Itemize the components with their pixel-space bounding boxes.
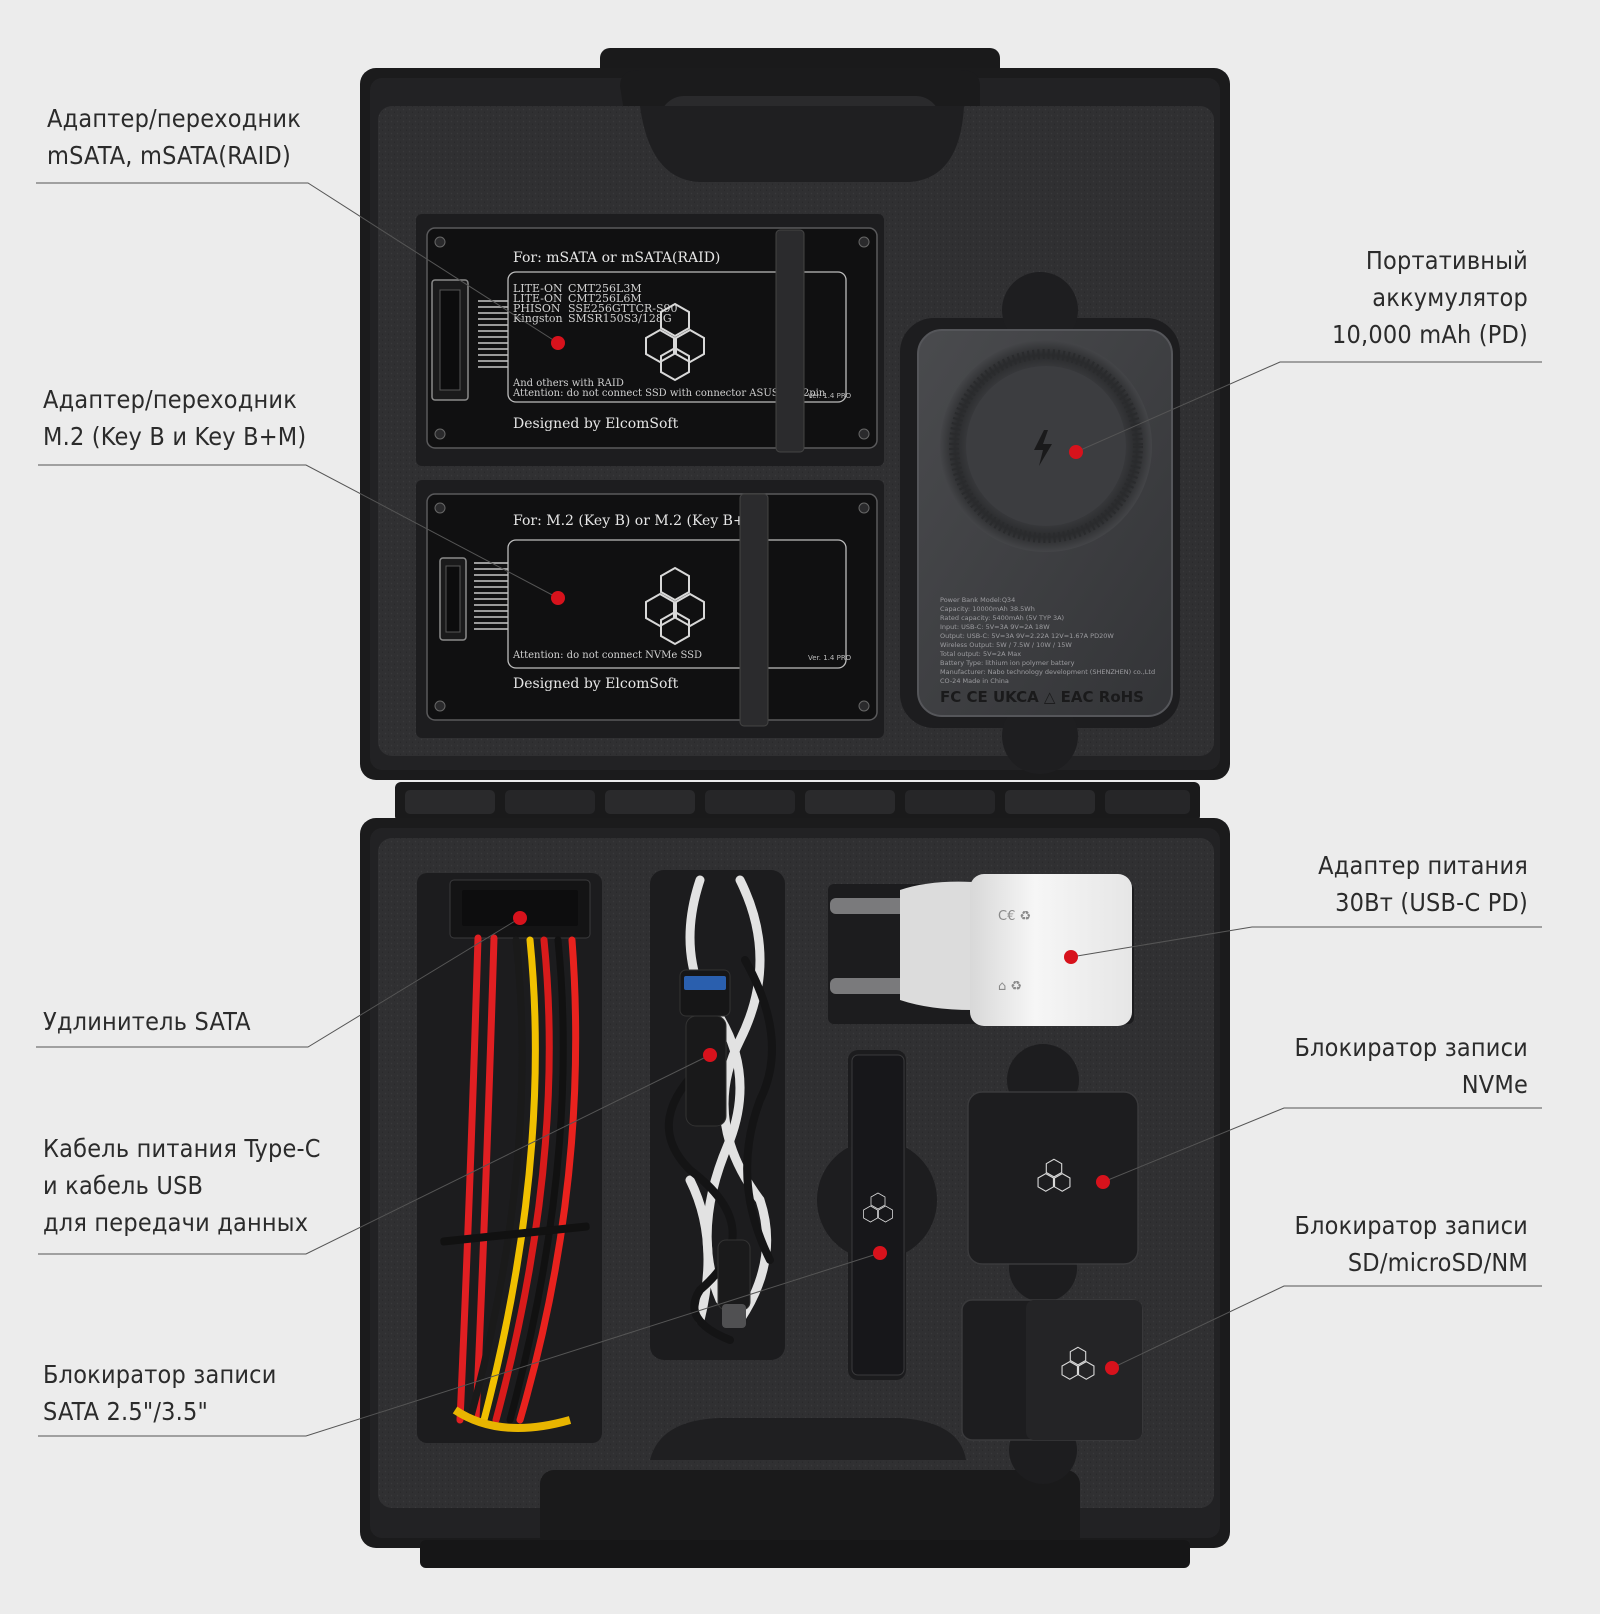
label-line: и кабель USB: [43, 1171, 204, 1200]
msata-designed-by: Designed by ElcomSoft: [513, 416, 679, 432]
powerbank-spec-4: Input: USB-C: 5V=3A 9V=2A 18W: [940, 623, 1050, 631]
label-nvme-blocker: Блокиратор записи NVMe: [1294, 1029, 1528, 1103]
msata-board-title: For: mSATA or mSATA(RAID): [513, 250, 720, 266]
powerbank-spec-3: Rated capacity: 5400mAh (5V TYP 3A): [940, 614, 1064, 622]
label-line: M.2 (Key B и Key B+M): [43, 422, 307, 451]
sata-write-blocker: [851, 1054, 905, 1376]
msata-brand-1: LITE-ON: [513, 282, 563, 295]
powerbank-spec-10: CO-24 Made in China: [940, 677, 1009, 685]
marker-powerbank: [1069, 445, 1083, 459]
label-line: NVMe: [1461, 1070, 1528, 1099]
label-charger: Адаптер питания 30Вт (USB-C PD): [1318, 847, 1528, 921]
m2-designed-by: Designed by ElcomSoft: [513, 676, 679, 692]
label-line: Блокиратор записи: [1294, 1211, 1528, 1240]
powerbank: Power Bank Model:Q34 Capacity: 10000mAh …: [917, 329, 1173, 717]
msata-version: Ver. 1.4 PRO: [808, 392, 852, 400]
marker-charger: [1064, 950, 1078, 964]
marker-sata-extension: [513, 911, 527, 925]
usb-c-charger: C€ ♻ ⌂ ♻: [830, 874, 1132, 1026]
marker-nvme-blocker: [1096, 1175, 1110, 1189]
elcomsoft-logo-icon: [645, 302, 705, 382]
label-line: Блокиратор записи: [1294, 1033, 1528, 1062]
msata-model-2: CMT256L6M: [568, 292, 642, 305]
label-line: Портативный: [1365, 246, 1528, 275]
label-line: для передачи данных: [43, 1208, 309, 1237]
msata-model-4: SMSR150S3/128G: [568, 312, 672, 325]
powerbank-spec-9: Manufacturer: Nabo technology developmen…: [940, 668, 1155, 676]
label-msata-adapter: Адаптер/переходник mSATA, mSATA(RAID): [47, 100, 301, 174]
label-cables: Кабель питания Type-C и кабель USB для п…: [43, 1130, 321, 1241]
label-line: Адаптер питания: [1318, 851, 1528, 880]
sd-write-blocker: [961, 1299, 1143, 1441]
marker-sata-blocker: [873, 1246, 887, 1260]
label-line: 10,000 mAh (PD): [1332, 320, 1528, 349]
label-line: Удлинитель SATA: [43, 1007, 251, 1036]
label-line: SD/microSD/NM: [1347, 1248, 1528, 1277]
label-line: Кабель питания Type-C: [43, 1134, 321, 1163]
label-powerbank: Портативный аккумулятор 10,000 mAh (PD): [1332, 242, 1528, 353]
label-sata-blocker: Блокиратор записи SATA 2.5"/3.5": [43, 1356, 277, 1430]
label-m2-adapter: Адаптер/переходник M.2 (Key B и Key B+M): [43, 381, 306, 455]
label-line: Адаптер/переходник: [43, 385, 298, 414]
nvme-write-blocker: [967, 1091, 1139, 1265]
powerbank-spec-5: Output: USB-C: 5V=3A 9V=2.22A 12V=1.67A …: [940, 632, 1114, 640]
callout-markers: [513, 336, 1119, 1375]
lightning-icon: [1034, 430, 1052, 466]
label-line: Адаптер/переходник: [47, 104, 302, 133]
label-line: 30Вт (USB-C PD): [1335, 888, 1528, 917]
marker-msata: [551, 336, 565, 350]
msata-adapter-board: For: mSATA or mSATA(RAID) LITE-ON LITE-O…: [426, 227, 878, 453]
powerbank-spec-2: Capacity: 10000mAh 38.5Wh: [940, 605, 1035, 613]
powerbank-spec-1: Power Bank Model:Q34: [940, 596, 1015, 604]
sata-extension-cable: [440, 879, 591, 1432]
label-line: SATA 2.5"/3.5": [43, 1397, 209, 1426]
label-line: аккумулятор: [1372, 283, 1528, 312]
msata-brand-2: LITE-ON: [513, 292, 563, 305]
msata-brand-3: PHISON: [513, 302, 561, 315]
m2-note-attention: Attention: do not connect NVMe SSD: [512, 650, 702, 661]
svg-text:C€ ♻: C€ ♻: [998, 909, 1031, 924]
case-hinge: [395, 782, 1200, 822]
elcomsoft-logo-icon: [645, 566, 705, 646]
powerbank-spec-7: Total output: 5V=2A Max: [939, 650, 1021, 658]
m2-board-title: For: M.2 (Key B) or M.2 (Key B+M): [513, 513, 765, 529]
marker-cables: [703, 1048, 717, 1062]
certification-marks: FC CE UKCA △ EAC RoHS: [940, 688, 1144, 706]
label-line: mSATA, mSATA(RAID): [47, 141, 291, 170]
m2-version: Ver. 1.4 PRO: [808, 654, 852, 662]
m2-adapter-board: For: M.2 (Key B) or M.2 (Key B+M) Attent…: [426, 493, 878, 727]
marker-sd-blocker: [1105, 1361, 1119, 1375]
leader-lines: [36, 182, 1542, 1437]
msata-model-3: SSE256GTTCR-S90: [568, 302, 678, 315]
label-line: Блокиратор записи: [43, 1360, 277, 1389]
powerbank-spec-8: Battery Type: lithium ion polymer batter…: [940, 659, 1075, 667]
svg-text:⌂ ♻: ⌂ ♻: [998, 979, 1022, 994]
marker-m2: [551, 591, 565, 605]
usb-cables: [664, 875, 776, 1344]
msata-model-1: CMT256L3M: [568, 282, 642, 295]
msata-note-raid: And others with RAID: [512, 378, 624, 389]
label-sata-extension: Удлинитель SATA: [43, 1003, 251, 1040]
powerbank-spec-6: Wireless Output: 5W / 7.5W / 10W / 15W: [940, 641, 1072, 649]
msata-note-attention: Attention: do not connect SSD with conne…: [512, 388, 826, 399]
label-sd-blocker: Блокиратор записи SD/microSD/NM: [1294, 1207, 1528, 1281]
